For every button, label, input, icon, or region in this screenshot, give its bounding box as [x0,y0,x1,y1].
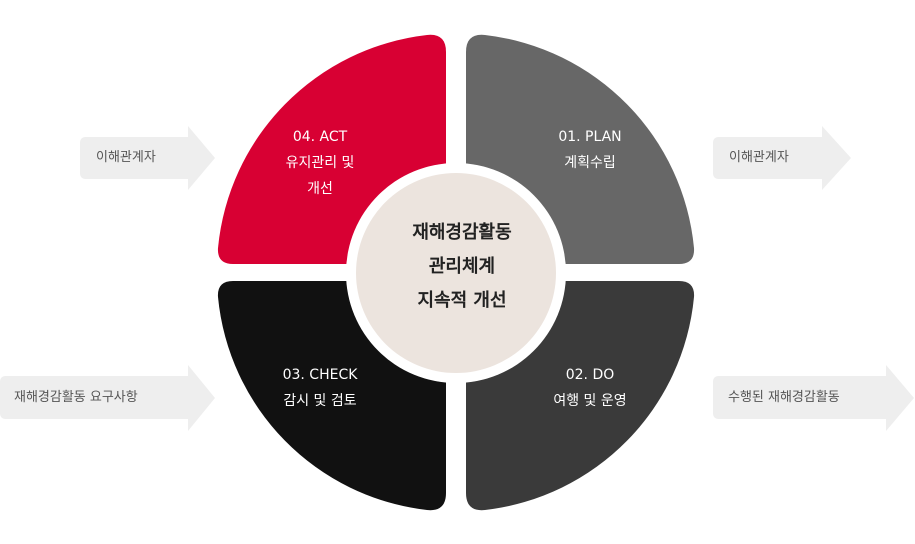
input-arrow-stakeholders [80,126,215,190]
do-label: 02. DO 여행 및 운영 [525,362,655,414]
arrow-label-right-top: 이해관계자 [729,150,789,165]
act-subtitle-line1: 유지관리 및 [285,155,355,171]
input-arrow-requirements [0,365,215,431]
act-subtitle-line2: 개선 [307,181,333,197]
arrow-label-left-bottom: 재해경감활동 요구사항 [14,390,138,405]
act-title: 04. ACT [292,129,348,145]
center-line-1: 재해경감활동 [412,222,512,243]
arrow-label-left-top: 이해관계자 [96,150,156,165]
plan-label: 01. PLAN 계획수립 [525,124,655,176]
output-arrow-performed-activities [713,365,914,431]
check-label: 03. CHECK 감시 및 검토 [255,362,385,414]
act-label: 04. ACT 유지관리 및 개선 [255,124,385,202]
plan-title: 01. PLAN [558,129,622,145]
check-subtitle: 감시 및 검토 [283,393,357,409]
center-line-2: 관리체계 [428,256,496,277]
check-title: 03. CHECK [282,367,358,383]
center-line-3: 지속적 개선 [417,290,507,311]
arrow-label-right-bottom: 수행된 재해경감활동 [728,390,840,405]
plan-subtitle: 계획수립 [564,155,616,171]
center-circle [356,173,556,373]
do-title: 02. DO [565,367,615,383]
output-arrow-stakeholders [713,126,851,190]
do-subtitle: 여행 및 운영 [553,393,627,409]
center-label: 재해경감활동 관리체계 지속적 개선 [362,216,562,318]
